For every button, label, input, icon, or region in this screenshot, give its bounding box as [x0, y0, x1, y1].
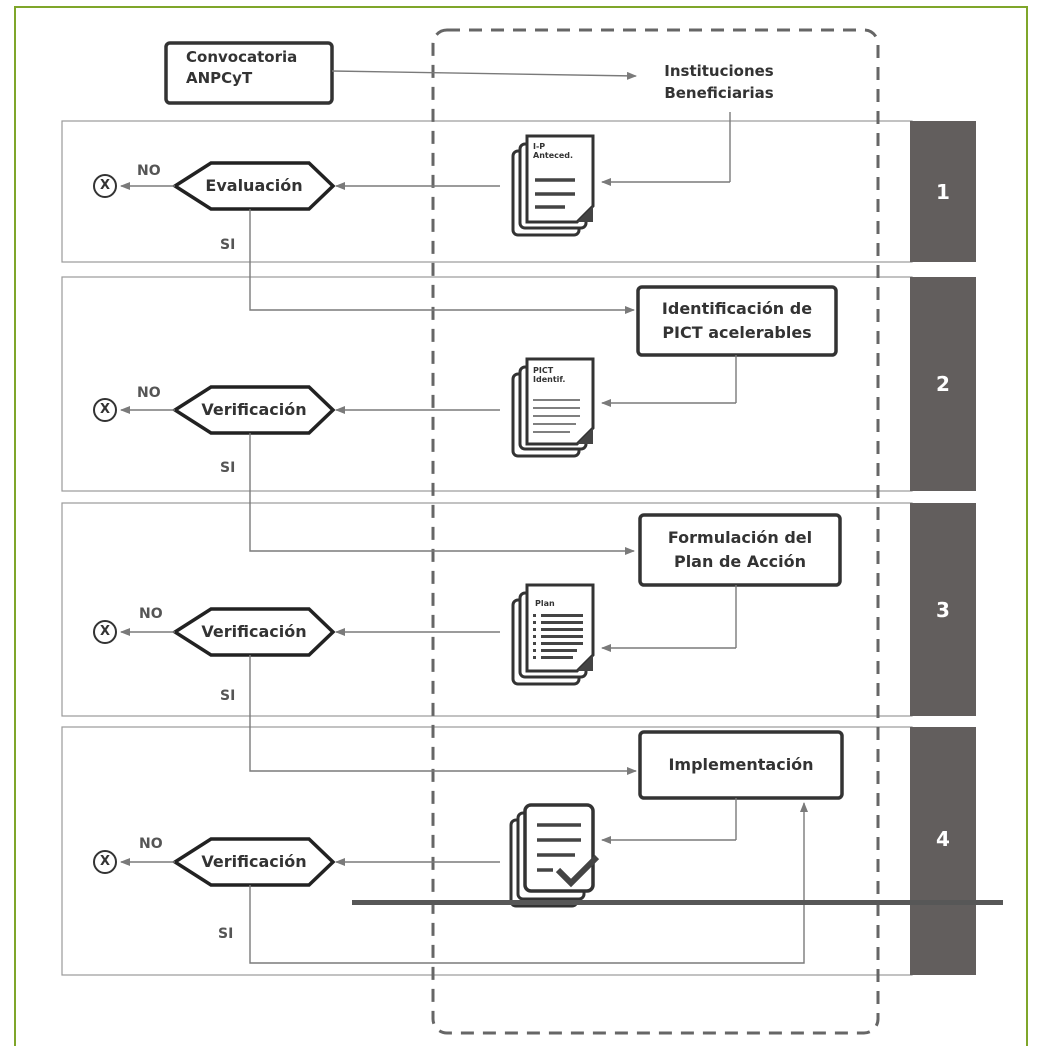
no-label-1: NO	[137, 163, 161, 179]
decision-diamond-1	[171, 161, 336, 211]
stage-number-2: 2	[936, 372, 950, 396]
process-label-4: Implementación	[668, 755, 814, 774]
reject-mark-2: X	[93, 398, 117, 422]
document-label-3: Plan	[535, 599, 555, 608]
stage-number-3: 3	[936, 598, 950, 622]
decision-label-2: Verificación	[201, 400, 307, 419]
decision-label-1: Evaluación	[205, 176, 303, 195]
document-label-2: PICT Identif.	[533, 366, 566, 384]
decision-diamond-3	[171, 607, 336, 657]
stage-bar-2	[910, 277, 976, 491]
decision-label-4: Verificación	[201, 852, 307, 871]
si-label-3: SI	[220, 688, 236, 704]
document-check-icon-4	[509, 803, 600, 908]
si-label-2: SI	[220, 460, 236, 476]
process-label-2: Identificación de PICT acelerables	[661, 299, 813, 342]
decision-diamond-2	[171, 385, 336, 435]
stage-bar-3	[910, 503, 976, 716]
si-label-4: SI	[218, 926, 234, 942]
decision-diamond-4	[171, 837, 336, 887]
reject-mark-4: X	[93, 850, 117, 874]
institution-lane	[431, 28, 880, 1035]
no-label-2: NO	[137, 385, 161, 401]
start-box	[164, 41, 334, 105]
no-label-4: NO	[139, 836, 163, 852]
stage-bar-4	[910, 727, 976, 975]
stage-number-1: 1	[936, 180, 950, 204]
decision-label-3: Verificación	[201, 622, 307, 641]
institutions-label: Instituciones Beneficiarias	[664, 62, 774, 102]
si-label-1: SI	[220, 237, 236, 253]
document-icon-2	[511, 357, 595, 458]
process-box-3	[638, 513, 842, 587]
process-box-4	[638, 730, 844, 800]
no-label-3: NO	[139, 606, 163, 622]
document-icon-1	[511, 134, 595, 237]
reject-mark-1: X	[93, 174, 117, 198]
start-box-label: Convocatoria ANPCyT	[186, 48, 298, 87]
process-label-3: Formulación del Plan de Acción	[667, 528, 813, 571]
stage-bar-1	[910, 121, 976, 262]
horizontal-divider	[352, 900, 1003, 905]
document-label-1: I-P Anteced.	[533, 142, 574, 160]
document-icon-3	[511, 583, 595, 686]
process-box-2	[636, 285, 838, 357]
reject-mark-3: X	[93, 620, 117, 644]
stage-number-4: 4	[936, 827, 950, 851]
figure-frame	[14, 6, 1028, 1046]
